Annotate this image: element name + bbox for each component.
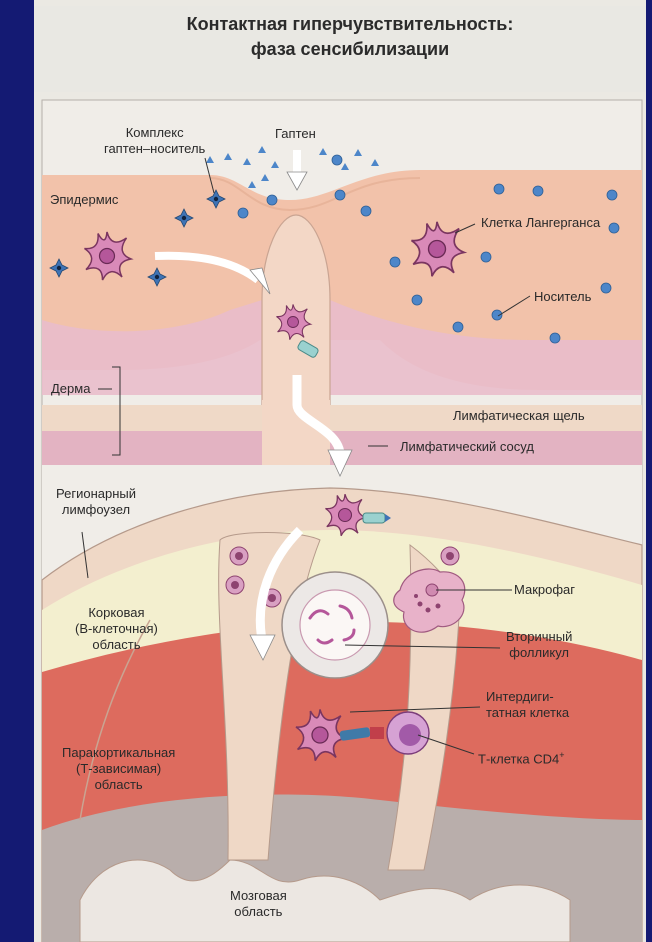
- label-tcell: Т-клетка CD4+: [478, 747, 565, 767]
- label-lymph-vessel: Лимфатический сосуд: [400, 439, 534, 455]
- label-carrier: Носитель: [534, 289, 591, 305]
- label-langerhans: Клетка Лангерганса: [481, 215, 600, 231]
- label-complex: Комплекс гаптен–носитель: [104, 125, 205, 157]
- label-paracortex-line1: Паракортикальная: [62, 745, 175, 761]
- label-paracortex-line2: (Т-зависимая): [62, 761, 175, 777]
- label-lymph-slit: Лимфатическая щель: [453, 408, 585, 424]
- label-medulla: Мозговая область: [230, 888, 287, 920]
- label-cortex: Корковая (В-клеточная) область: [75, 605, 158, 653]
- label-paracortex-line3: область: [62, 777, 175, 793]
- label-tcell-sup: +: [559, 750, 564, 760]
- label-interdig-line1: Интердиги-: [486, 689, 569, 705]
- label-epidermis: Эпидермис: [50, 192, 118, 208]
- label-medulla-line1: Мозговая: [230, 888, 287, 904]
- label-regional-node: Регионарный лимфоузел: [56, 486, 136, 518]
- label-node-line1: Регионарный: [56, 486, 136, 502]
- label-cortex-line3: область: [75, 637, 158, 653]
- label-node-line2: лимфоузел: [56, 502, 136, 518]
- label-tcell-text: Т-клетка CD4: [478, 751, 559, 766]
- label-cortex-line2: (В-клеточная): [75, 621, 158, 637]
- label-paracortex: Паракортикальная (Т-зависимая) область: [62, 745, 175, 793]
- label-interdig-line2: татная клетка: [486, 705, 569, 721]
- label-follicle-line1: Вторичный: [506, 629, 572, 645]
- label-cortex-line1: Корковая: [75, 605, 158, 621]
- label-secondary-follicle: Вторичный фолликул: [506, 629, 572, 661]
- label-dermis: Дерма: [51, 381, 90, 397]
- label-hapten: Гаптен: [275, 126, 316, 142]
- label-macrophage: Макрофаг: [514, 582, 575, 598]
- label-complex-line1: Комплекс: [104, 125, 205, 141]
- label-interdigitating: Интердиги- татная клетка: [486, 689, 569, 721]
- label-complex-line2: гаптен–носитель: [104, 141, 205, 157]
- label-medulla-line2: область: [230, 904, 287, 920]
- label-follicle-line2: фолликул: [506, 645, 572, 661]
